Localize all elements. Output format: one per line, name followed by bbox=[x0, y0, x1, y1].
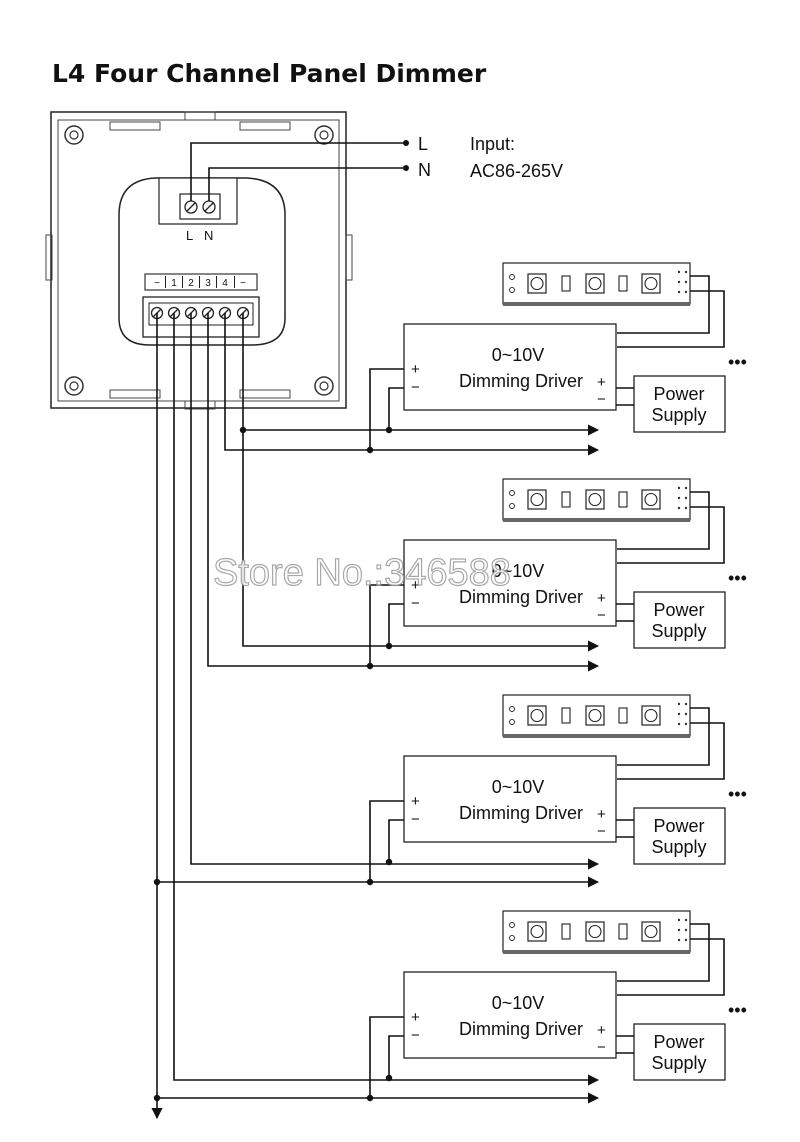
input-plus: + bbox=[411, 361, 420, 378]
led-chip-icon bbox=[585, 489, 605, 510]
terminal-label-n: N bbox=[204, 228, 213, 243]
resistor-icon bbox=[561, 275, 571, 292]
input-minus: − bbox=[411, 811, 420, 828]
more-indicator: ••• bbox=[728, 568, 747, 588]
terminal-number: 4 bbox=[222, 278, 228, 289]
led-chip-icon bbox=[585, 705, 605, 726]
output-minus: − bbox=[597, 391, 606, 408]
input-minus: − bbox=[411, 595, 420, 612]
led-chip-icon bbox=[641, 705, 661, 726]
psu-label-line1: Power bbox=[653, 816, 704, 836]
output-minus: − bbox=[597, 1039, 606, 1056]
driver-name: Dimming Driver bbox=[459, 587, 583, 607]
psu-label-line2: Supply bbox=[651, 621, 706, 641]
line-label-n: N bbox=[418, 160, 431, 180]
input-plus: + bbox=[411, 577, 420, 594]
input-plus: + bbox=[411, 1009, 420, 1026]
psu-label-line2: Supply bbox=[651, 405, 706, 425]
screw-icon bbox=[314, 376, 334, 396]
resistor-icon bbox=[561, 923, 571, 940]
led-strip bbox=[502, 478, 691, 522]
resistor-icon bbox=[618, 275, 628, 292]
driver-name: Dimming Driver bbox=[459, 371, 583, 391]
screw-icon bbox=[64, 376, 84, 396]
driver-name: Dimming Driver bbox=[459, 803, 583, 823]
line-label-l: L bbox=[418, 134, 428, 154]
input-voltage: AC86-265V bbox=[470, 161, 563, 181]
psu-label-line2: Supply bbox=[651, 1053, 706, 1073]
led-chip-icon bbox=[641, 921, 661, 942]
driver-range: 0~10V bbox=[492, 993, 545, 1013]
input-label: Input: bbox=[470, 134, 515, 154]
driver-range: 0~10V bbox=[492, 345, 545, 365]
terminal-label-l: L bbox=[186, 228, 193, 243]
input-wiring: L N Input: AC86-265V bbox=[190, 134, 563, 201]
more-indicator: ••• bbox=[728, 784, 747, 804]
driver-name: Dimming Driver bbox=[459, 1019, 583, 1039]
terminal-number: 3 bbox=[205, 278, 211, 289]
psu-label-line2: Supply bbox=[651, 837, 706, 857]
psu-label-line1: Power bbox=[653, 1032, 704, 1052]
led-strip bbox=[502, 910, 691, 954]
terminal-number: 2 bbox=[188, 278, 194, 289]
terminal-number: − bbox=[154, 278, 160, 289]
page-title: L4 Four Channel Panel Dimmer bbox=[52, 59, 487, 88]
resistor-icon bbox=[618, 707, 628, 724]
driver-range: 0~10V bbox=[492, 777, 545, 797]
output-plus: + bbox=[597, 590, 606, 607]
more-indicator: ••• bbox=[728, 1000, 747, 1020]
led-chip-icon bbox=[527, 705, 547, 726]
psu-label-line1: Power bbox=[653, 600, 704, 620]
led-chip-icon bbox=[527, 921, 547, 942]
input-plus: + bbox=[411, 793, 420, 810]
resistor-icon bbox=[561, 491, 571, 508]
terminal-number: 1 bbox=[171, 278, 177, 289]
output-plus: + bbox=[597, 1022, 606, 1039]
output-minus: − bbox=[597, 823, 606, 840]
resistor-icon bbox=[618, 923, 628, 940]
led-chip-icon bbox=[527, 489, 547, 510]
watermark: Store No.:346588 bbox=[213, 552, 511, 594]
output-minus: − bbox=[597, 607, 606, 624]
resistor-icon bbox=[561, 707, 571, 724]
led-strip bbox=[502, 694, 691, 738]
driver-range: 0~10V bbox=[492, 561, 545, 581]
terminal-number: − bbox=[240, 278, 246, 289]
led-chip-icon bbox=[585, 921, 605, 942]
output-plus: + bbox=[597, 806, 606, 823]
led-chip-icon bbox=[641, 273, 661, 294]
screw-icon bbox=[314, 125, 334, 145]
led-chip-icon bbox=[527, 273, 547, 294]
led-strip bbox=[502, 262, 691, 306]
psu-label-line1: Power bbox=[653, 384, 704, 404]
led-chip-icon bbox=[585, 273, 605, 294]
control-bus bbox=[151, 313, 600, 1120]
input-minus: − bbox=[411, 1027, 420, 1044]
screw-icon bbox=[64, 125, 84, 145]
more-indicator: ••• bbox=[728, 352, 747, 372]
output-plus: + bbox=[597, 374, 606, 391]
input-minus: − bbox=[411, 379, 420, 396]
led-chip-icon bbox=[641, 489, 661, 510]
resistor-icon bbox=[618, 491, 628, 508]
